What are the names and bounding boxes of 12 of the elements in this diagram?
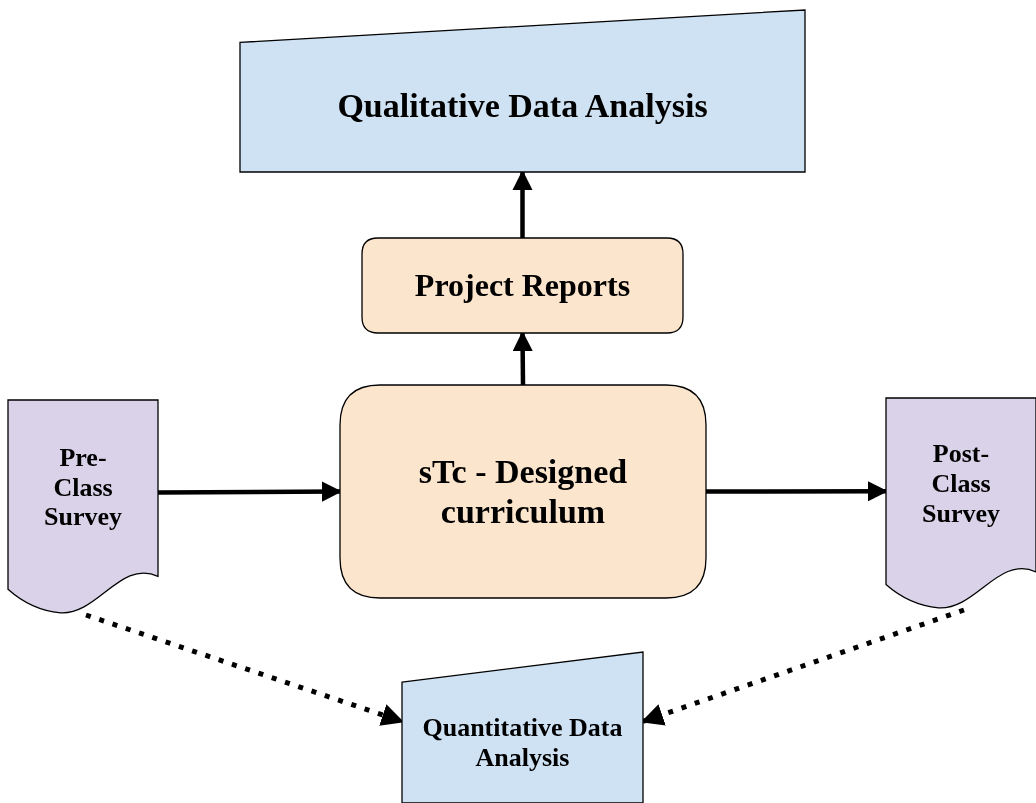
node-label: sTc - Designed curriculum xyxy=(417,452,629,531)
rounded-box xyxy=(362,238,683,333)
document-shape xyxy=(8,400,158,615)
manual-input-shape xyxy=(402,652,643,803)
rounded-box xyxy=(340,385,706,598)
node-label: Qualitative Data Analysis xyxy=(337,86,708,126)
node-label: Post- Class Survey xyxy=(921,439,1001,529)
node-label: Quantitative Data Analysis xyxy=(421,712,624,773)
node-label: Project Reports xyxy=(414,267,631,304)
document-shape xyxy=(886,398,1036,610)
node-label: Pre- Class Survey xyxy=(43,442,123,533)
manual-input-shape xyxy=(240,10,805,172)
